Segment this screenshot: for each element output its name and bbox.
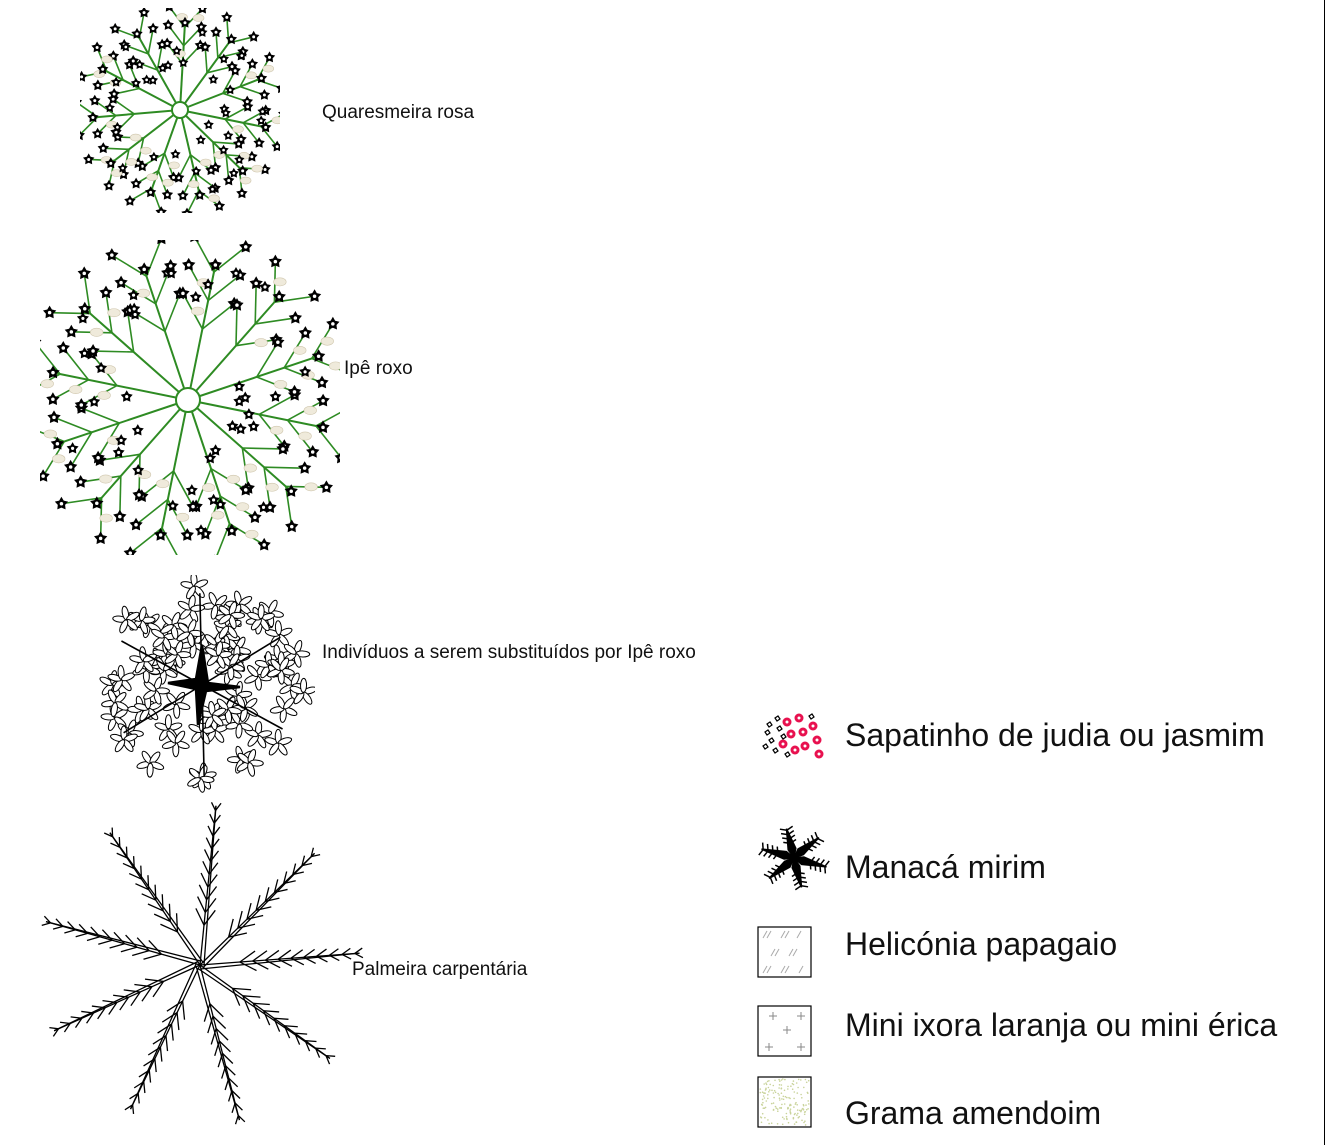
individuos-tree-symbol bbox=[99, 575, 315, 793]
grama-label: Grama amendoim bbox=[845, 1095, 1102, 1131]
sapatinho-label: Sapatinho de judia ou jasmim bbox=[845, 717, 1265, 753]
heliconia-label: Helicónia papagaio bbox=[845, 926, 1118, 962]
individuos-label: Indivíduos a serem substituídos por Ipê … bbox=[322, 642, 696, 663]
heliconia-swatch bbox=[757, 926, 812, 978]
palmeira-carpentaria-symbol bbox=[41, 802, 364, 1125]
grama-swatch bbox=[757, 1076, 812, 1128]
manaca-mirim-symbol bbox=[758, 825, 830, 891]
quaresmeira-rosa-label: Quaresmeira rosa bbox=[322, 102, 475, 123]
ixora-swatch bbox=[757, 1005, 812, 1057]
ipe-roxo-label: Ipê roxo bbox=[344, 358, 413, 379]
ixora-label: Mini ixora laranja ou mini érica bbox=[845, 1007, 1278, 1043]
palmeira-carpentaria-label: Palmeira carpentária bbox=[352, 959, 528, 980]
quaresmeira-rosa-symbol bbox=[80, 8, 280, 213]
sapatinho-symbol bbox=[762, 713, 824, 759]
manaca-mirim-label: Manacá mirim bbox=[845, 849, 1046, 885]
ipe-roxo-symbol bbox=[40, 240, 340, 555]
frame-border bbox=[1324, 0, 1325, 1145]
